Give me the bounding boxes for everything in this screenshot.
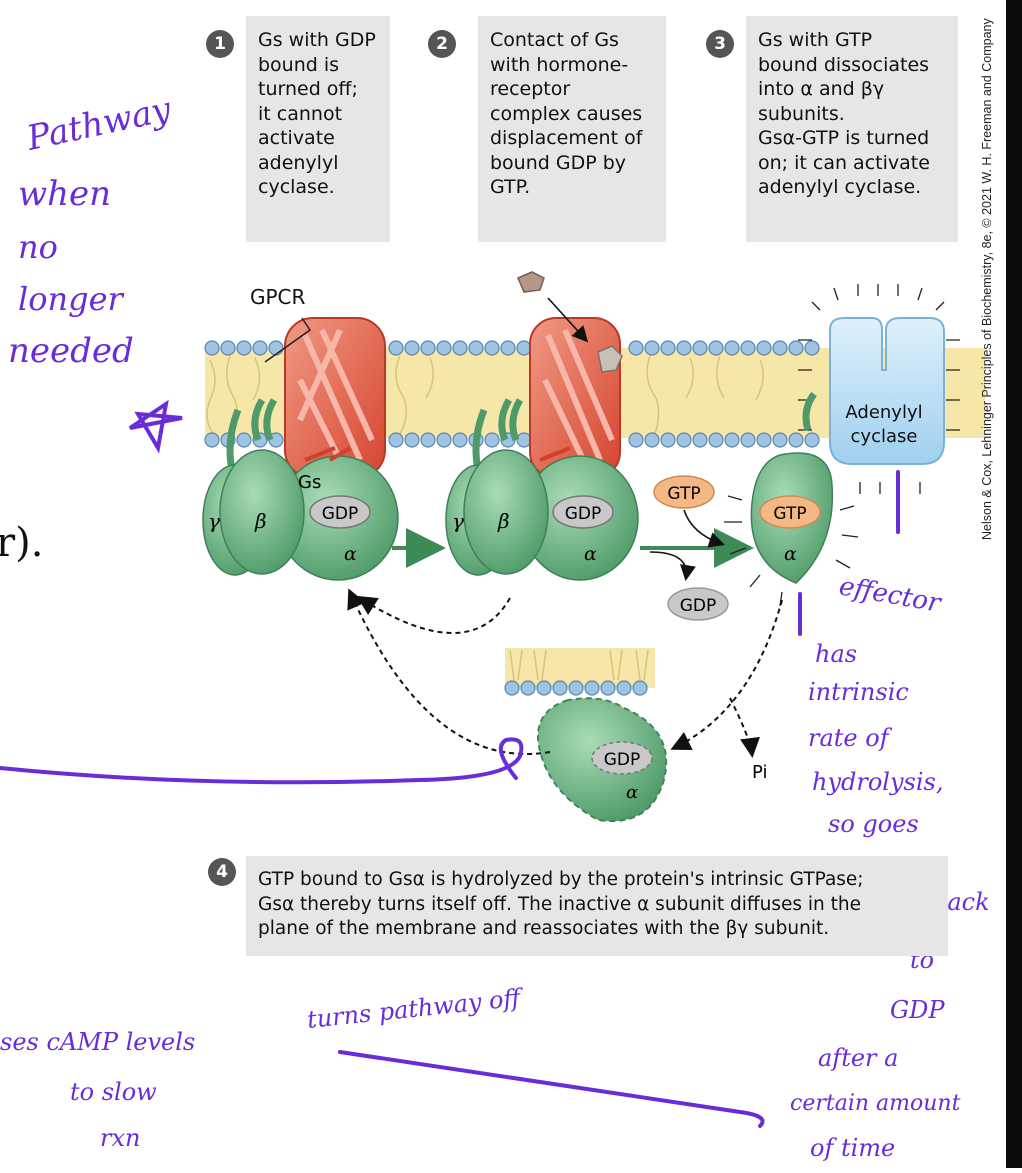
step-3-text: Gs with GTP bound dissociates into α and…: [758, 29, 930, 198]
adenylyl-label-2: cyclase: [851, 426, 918, 447]
note-of-time: of time: [810, 1134, 895, 1162]
alpha-label-2: α: [584, 543, 597, 565]
step-1-badge: 1: [206, 30, 234, 58]
note-gdp: GDP: [890, 996, 945, 1024]
beta-label-2: β: [497, 509, 510, 533]
note-effector: effector: [837, 571, 944, 619]
step-2-text: Contact of Gs with hormone- receptor com…: [490, 29, 642, 198]
gamma-label-1: γ: [208, 509, 220, 533]
note-when: when: [18, 174, 111, 214]
note-turns-off: turns pathway off: [306, 983, 526, 1034]
gdp-label-inactive: GDP: [604, 750, 641, 770]
note-certain: certain amount: [790, 1091, 961, 1116]
hormone-molecule: [518, 272, 544, 292]
gs-label: Gs: [298, 472, 321, 493]
note-hydrolysis: hydrolysis,: [812, 768, 943, 796]
step-4-box: GTP bound to Gsα is hydrolyzed by the pr…: [246, 856, 948, 956]
handwritten-notes: Pathway when no longer needed effector h…: [0, 89, 990, 1162]
note-to-slow: to slow: [70, 1078, 157, 1106]
gpcr-label: GPCR: [250, 285, 306, 309]
gdp-label-released: GDP: [680, 596, 717, 616]
step-2-badge: 2: [428, 30, 456, 58]
gtp-label: GTP: [667, 484, 700, 504]
gdp-label-1: GDP: [322, 504, 359, 524]
beta-label-1: β: [254, 509, 267, 533]
note-has: has: [815, 640, 857, 668]
note-rate: rate of: [808, 724, 893, 752]
gamma-label-2: γ: [452, 509, 464, 533]
step-3-badge: 3: [706, 30, 734, 58]
gtp-label-bound: GTP: [773, 504, 806, 524]
adenylyl-label-1: Adenylyl: [845, 402, 922, 423]
alpha-label-1: α: [344, 543, 357, 565]
note-needed: needed: [8, 331, 134, 371]
gtp-arrow: [684, 510, 722, 544]
note-no: no: [18, 228, 58, 266]
gpcr-receptor-1: [285, 318, 385, 478]
gdp-release-arrow: [650, 552, 686, 578]
gdp-label-2: GDP: [565, 504, 602, 524]
step-4-text: GTP bound to Gsα is hydrolyzed by the pr…: [258, 869, 864, 939]
step-3-box: Gs with GTP bound dissociates into α and…: [746, 16, 958, 242]
note-so-goes: so goes: [828, 810, 919, 838]
note-camp: ses cAMP levels: [0, 1028, 195, 1056]
note-intrinsic: intrinsic: [808, 678, 909, 706]
note-rxn: rxn: [100, 1124, 140, 1152]
note-after-a: after a: [818, 1044, 898, 1072]
pi-label: Pi: [752, 762, 767, 783]
copyright-credit: Nelson & Cox, Lehninger Principles of Bi…: [980, 540, 994, 1080]
gpcr-receptor-2: [530, 318, 622, 478]
alpha-label-4: α: [626, 782, 638, 803]
step-2-box: Contact of Gs with hormone- receptor com…: [478, 16, 666, 242]
step-4-badge: 4: [208, 858, 236, 886]
inactive-alpha-complex: [505, 648, 666, 821]
step-1-text: Gs with GDP bound is turned off; it cann…: [258, 29, 376, 198]
alpha-label-3: α: [784, 543, 797, 565]
credit-text: Nelson & Cox, Lehninger Principles of Bi…: [980, 18, 994, 540]
note-longer: longer: [18, 280, 125, 318]
step-1-box: Gs with GDP bound is turned off; it cann…: [246, 16, 390, 242]
note-pathway: Pathway: [23, 89, 176, 159]
right-edge-bar: [1006, 0, 1022, 1168]
cut-off-text: r).: [0, 520, 43, 566]
